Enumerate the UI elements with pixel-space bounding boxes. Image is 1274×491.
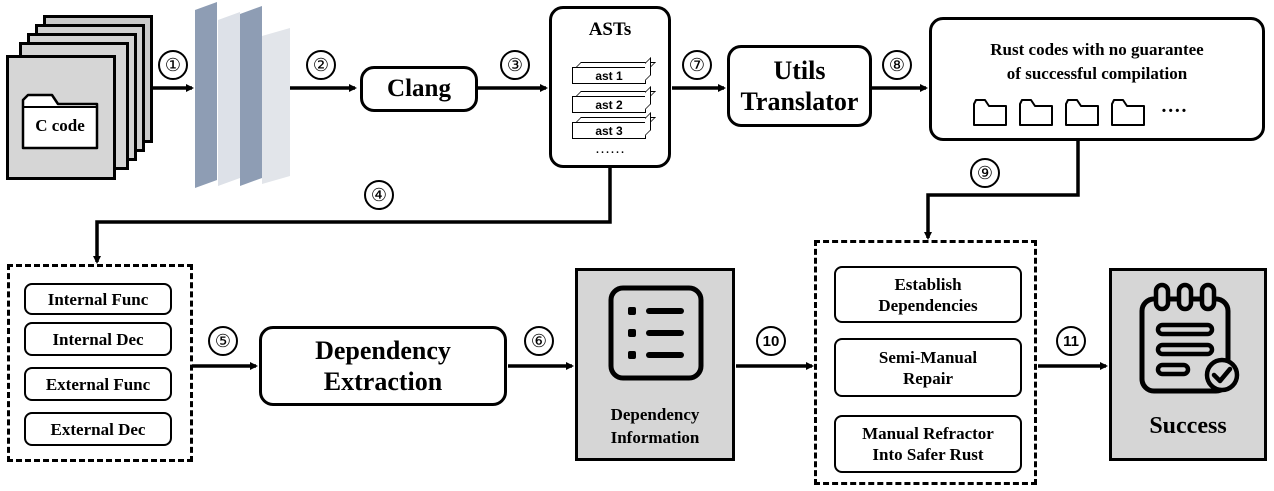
internal-func-box: Internal Func xyxy=(24,283,172,315)
utils-translator-box: Utils Translator xyxy=(727,45,872,127)
step-9: ⑨ xyxy=(970,158,1000,188)
manual-refactor-line1: Manual Refractor xyxy=(862,424,994,443)
rust-codes-box: Rust codes with no guarantee of successf… xyxy=(929,17,1265,141)
folder-icon xyxy=(973,99,1007,126)
step-6: ⑥ xyxy=(524,326,554,356)
external-func-box: External Func xyxy=(24,367,172,401)
dependency-information-line2: Information xyxy=(610,428,700,447)
list-icon xyxy=(608,285,704,381)
utils-translator-line1: Utils xyxy=(773,56,826,85)
rust-codes-title-line2: of successful compilation xyxy=(1006,64,1188,83)
step-4: ④ xyxy=(364,180,394,210)
folder-icon xyxy=(1065,99,1099,126)
folder-icon xyxy=(1019,99,1053,126)
establish-dependencies-box: Establish Dependencies xyxy=(834,266,1022,323)
internal-dec-box: Internal Dec xyxy=(24,322,172,356)
semi-manual-repair-line2: Repair xyxy=(902,368,954,388)
input-categories-group xyxy=(7,264,193,462)
step-3: ③ xyxy=(500,50,530,80)
folder-icons-row xyxy=(973,99,1145,126)
dependency-extraction-line1: Dependency xyxy=(315,336,451,365)
rust-codes-ellipsis: ···· xyxy=(1160,100,1188,122)
c-code-label: C code xyxy=(35,116,85,135)
ast-item-3: ast 3 xyxy=(572,122,646,139)
clang-label: Clang xyxy=(387,75,451,102)
success-label: Success xyxy=(1149,413,1227,439)
folder-icon xyxy=(1111,99,1145,126)
semi-manual-repair-box: Semi-Manual Repair xyxy=(834,338,1022,397)
step-2: ② xyxy=(306,50,336,80)
step-10: 10 xyxy=(756,326,786,356)
success-box: Success xyxy=(1109,268,1267,461)
ast-item-1: ast 1 xyxy=(572,67,646,84)
establish-dependencies-line2: Dependencies xyxy=(878,295,978,315)
clang-box: Clang xyxy=(360,66,478,112)
step-11: 11 xyxy=(1056,326,1086,356)
repair-steps-group xyxy=(814,240,1037,485)
dependency-extraction-line2: Extraction xyxy=(323,367,443,396)
arrow-4 xyxy=(93,167,612,264)
manual-refactor-box: Manual Refractor Into Safer Rust xyxy=(834,415,1022,473)
asts-box: ASTs ast 1 ast 2 ast 3 …… xyxy=(549,6,671,168)
asts-title: ASTs xyxy=(588,19,632,40)
step-8: ⑧ xyxy=(882,50,912,80)
utils-translator-line2: Translator xyxy=(740,87,859,116)
arrow-9 xyxy=(924,140,1080,240)
step-5: ⑤ xyxy=(208,326,238,356)
dependency-information-line1: Dependency xyxy=(610,405,700,424)
semi-manual-repair-line1: Semi-Manual xyxy=(878,347,978,367)
asts-ellipsis: …… xyxy=(595,141,625,157)
external-dec-box: External Dec xyxy=(24,412,172,446)
dependency-extraction-box: Dependency Extraction xyxy=(259,326,507,406)
checklist-icon xyxy=(1139,282,1240,394)
c-code-front: C code xyxy=(6,55,116,180)
ast-item-2: ast 2 xyxy=(572,96,646,113)
step-7: ⑦ xyxy=(682,50,712,80)
folder-icon xyxy=(21,93,99,150)
dependency-information-box: Dependency Information xyxy=(575,268,735,461)
establish-dependencies-line1: Establish xyxy=(894,274,962,294)
step-1: ① xyxy=(158,50,188,80)
rust-codes-title-line1: Rust codes with no guarantee xyxy=(990,40,1204,59)
manual-refactor-line2: Into Safer Rust xyxy=(872,445,984,464)
